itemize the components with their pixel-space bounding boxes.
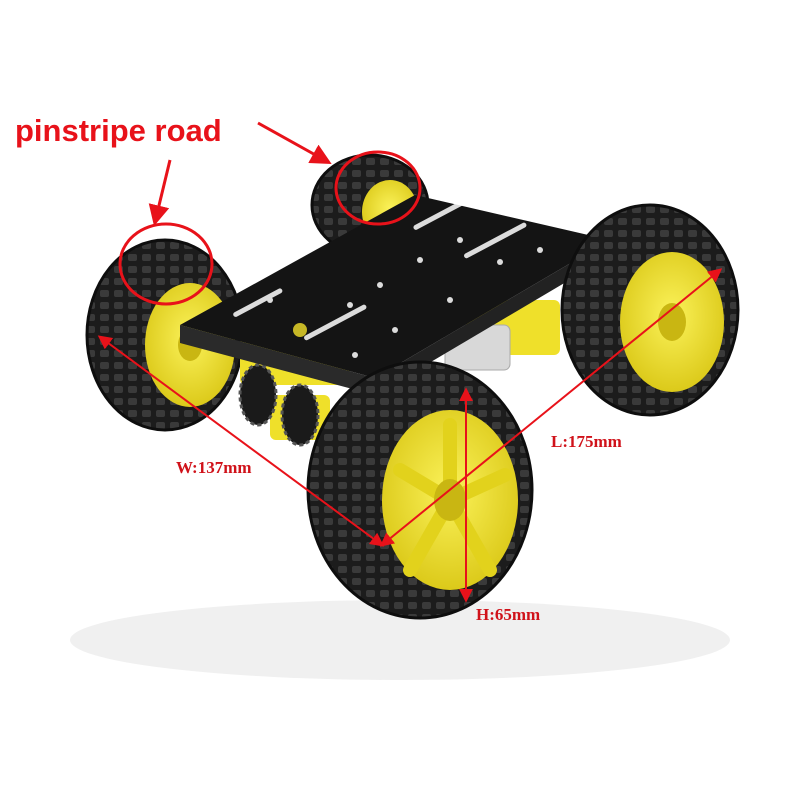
height-label: H:65mm — [476, 605, 541, 624]
tread-highlight-circle — [334, 150, 422, 226]
length-dimension-line — [379, 268, 723, 547]
width-label: W:137mm — [176, 458, 252, 477]
wheel-front-right — [306, 360, 534, 620]
wheel-rear-right — [560, 203, 740, 417]
width-dimension-line — [97, 335, 385, 547]
callout-arrow — [148, 159, 172, 227]
callout-arrow — [257, 121, 332, 165]
ground-shadow — [70, 600, 730, 680]
callout-label: pinstripe road — [15, 113, 222, 148]
length-label: L:175mm — [551, 432, 622, 451]
